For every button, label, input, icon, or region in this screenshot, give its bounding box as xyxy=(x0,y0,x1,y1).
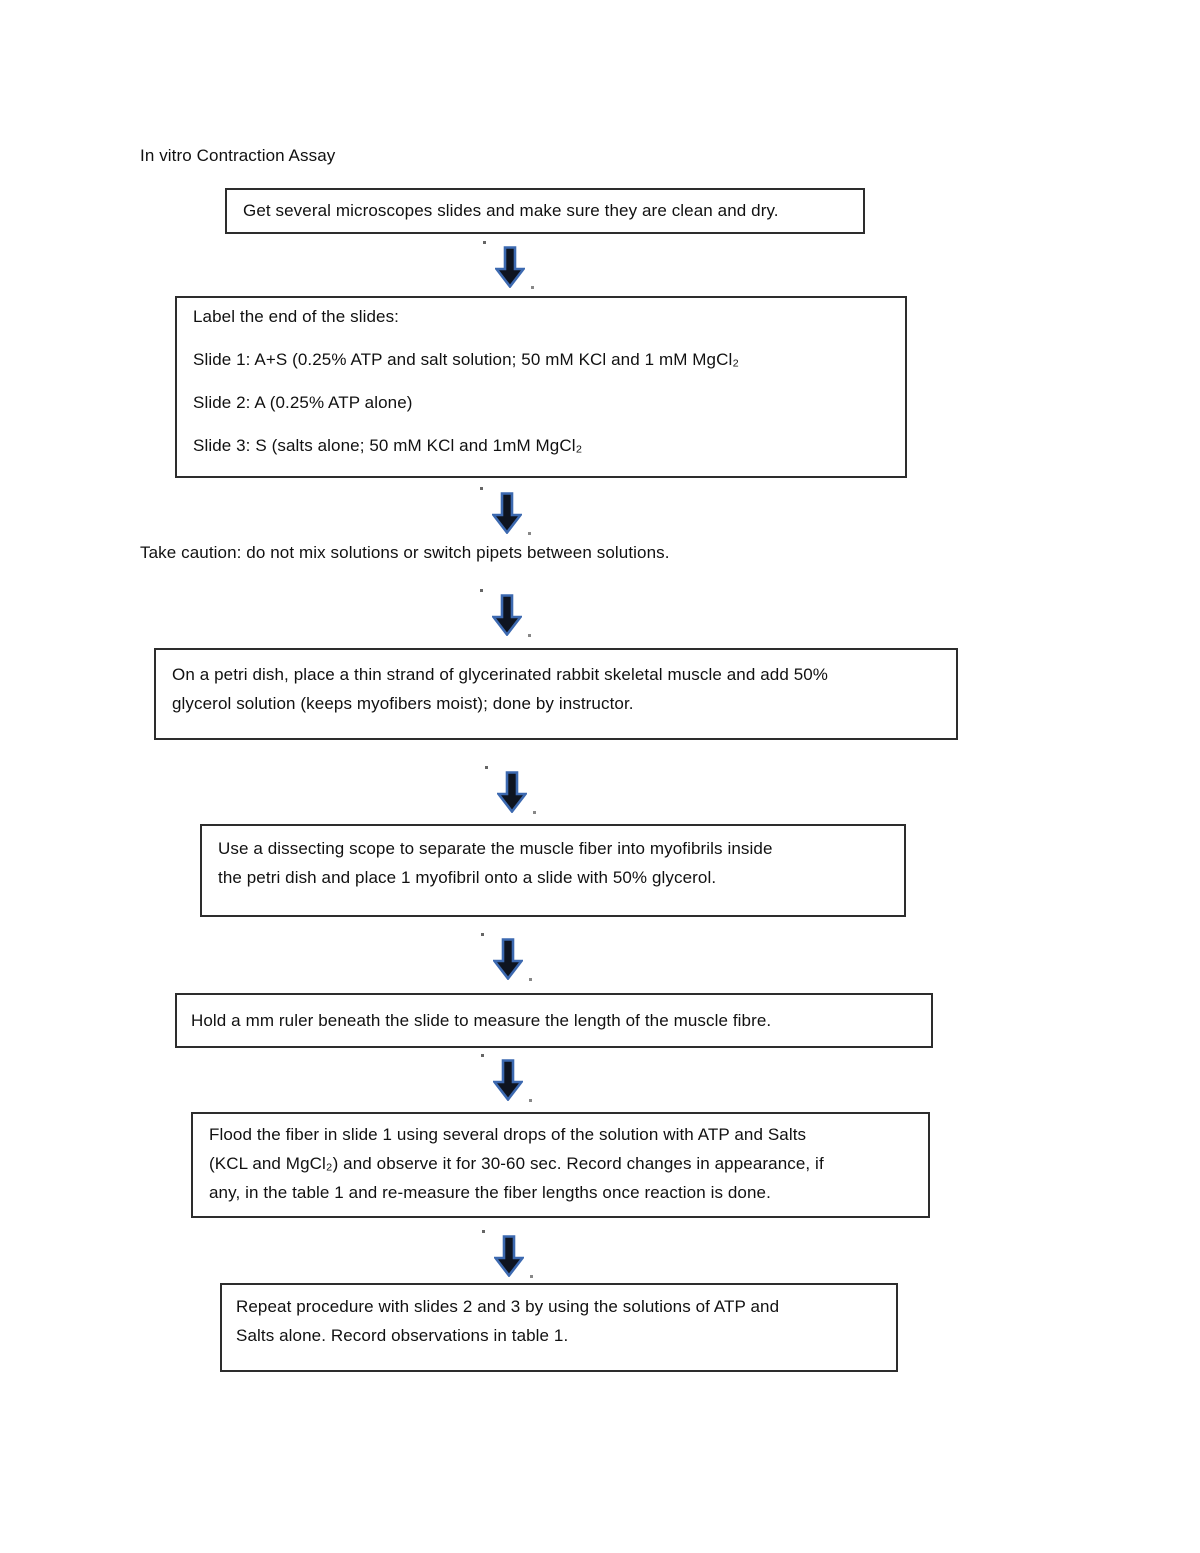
step-text: Label the end of the slides: xyxy=(193,307,400,326)
step-text: the petri dish and place 1 myofibril ont… xyxy=(218,868,717,887)
down-arrow-icon xyxy=(482,1230,533,1278)
step-text: Slide 1: A+S (0.25% ATP and salt solutio… xyxy=(193,350,740,369)
down-arrow-icon xyxy=(485,766,536,814)
down-arrow-icon xyxy=(481,1054,532,1102)
step-text: (KCL and MgCl₂) and observe it for 30-60… xyxy=(209,1154,824,1173)
step-box-get-slides: Get several microscopes slides and make … xyxy=(225,188,865,234)
step-text: Get several microscopes slides and make … xyxy=(243,201,779,220)
down-arrow-icon xyxy=(481,933,532,981)
step-text: On a petri dish, place a thin strand of … xyxy=(172,665,829,684)
step-box-label-slides: Label the end of the slides: Slide 1: A+… xyxy=(175,296,907,478)
step-text: glycerol solution (keeps myofibers moist… xyxy=(172,694,634,713)
page-title: In vitro Contraction Assay xyxy=(140,146,336,165)
down-arrow-icon xyxy=(483,241,534,289)
step-text: Slide 2: A (0.25% ATP alone) xyxy=(193,393,413,412)
caution-note: Take caution: do not mix solutions or sw… xyxy=(140,543,670,562)
down-arrow-icon xyxy=(480,589,531,637)
step-text: Hold a mm ruler beneath the slide to mea… xyxy=(191,1010,772,1030)
step-box-repeat-procedure: Repeat procedure with slides 2 and 3 by … xyxy=(220,1283,898,1372)
step-text: any, in the table 1 and re-measure the f… xyxy=(209,1183,771,1202)
step-box-dissecting-scope: Use a dissecting scope to separate the m… xyxy=(200,824,906,917)
step-text: Slide 3: S (salts alone; 50 mM KCl and 1… xyxy=(193,436,583,455)
step-text: Repeat procedure with slides 2 and 3 by … xyxy=(236,1297,780,1316)
step-text: Use a dissecting scope to separate the m… xyxy=(218,839,773,858)
step-box-measure-length: Hold a mm ruler beneath the slide to mea… xyxy=(175,993,933,1048)
down-arrow-icon xyxy=(480,487,531,535)
step-box-petri-dish: On a petri dish, place a thin strand of … xyxy=(154,648,958,740)
step-text: Flood the fiber in slide 1 using several… xyxy=(209,1125,807,1144)
step-text: Salts alone. Record observations in tabl… xyxy=(236,1326,569,1345)
step-box-flood-fiber: Flood the fiber in slide 1 using several… xyxy=(191,1112,930,1218)
